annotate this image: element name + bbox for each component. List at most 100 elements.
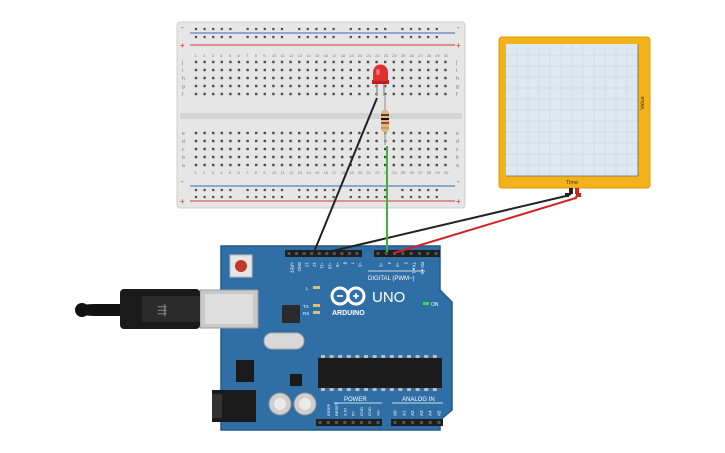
rail-hole[interactable] [332, 27, 335, 31]
rail-hole[interactable] [194, 188, 198, 192]
rail-hole[interactable] [298, 35, 301, 39]
breadboard-hole[interactable] [229, 68, 232, 72]
breadboard-hole[interactable] [341, 147, 344, 151]
header-hole[interactable] [368, 421, 372, 424]
breadboard-hole[interactable] [220, 139, 223, 143]
breadboard-hole[interactable] [229, 60, 232, 64]
breadboard-hole[interactable] [401, 131, 404, 135]
breadboard-hole[interactable] [418, 76, 421, 80]
header-hole[interactable] [287, 252, 291, 255]
header-hole[interactable] [401, 252, 405, 255]
breadboard-hole[interactable] [427, 84, 430, 88]
breadboard-hole[interactable] [392, 163, 395, 167]
breadboard-hole[interactable] [409, 68, 413, 72]
breadboard-hole[interactable] [306, 60, 309, 64]
breadboard-hole[interactable] [315, 68, 318, 72]
rail-hole[interactable] [280, 27, 284, 31]
rail-hole[interactable] [229, 188, 232, 192]
breadboard-hole[interactable] [435, 76, 438, 80]
breadboard-hole[interactable] [332, 155, 335, 159]
breadboard-hole[interactable] [306, 84, 309, 88]
breadboard-hole[interactable] [237, 139, 241, 143]
breadboard-hole[interactable] [366, 163, 370, 167]
wire-gnd-to-breadboard[interactable] [313, 97, 378, 253]
rail-hole[interactable] [358, 188, 361, 192]
breadboard-hole[interactable] [418, 84, 421, 88]
breadboard-hole[interactable] [332, 163, 335, 167]
breadboard-hole[interactable] [341, 84, 344, 88]
breadboard-hole[interactable] [323, 155, 327, 159]
breadboard-hole[interactable] [366, 147, 370, 151]
rail-hole[interactable] [246, 35, 249, 39]
breadboard-hole[interactable] [272, 92, 275, 96]
breadboard-hole[interactable] [444, 92, 447, 96]
rail-hole[interactable] [401, 35, 404, 39]
header-hole[interactable] [393, 421, 397, 424]
header-hole[interactable] [340, 252, 344, 255]
rail-hole[interactable] [212, 188, 215, 192]
breadboard-hole[interactable] [237, 76, 241, 80]
breadboard-hole[interactable] [332, 68, 335, 72]
breadboard-hole[interactable] [435, 68, 438, 72]
breadboard-hole[interactable] [272, 155, 275, 159]
breadboard-hole[interactable] [263, 76, 266, 80]
rail-hole[interactable] [194, 27, 198, 31]
rail-hole[interactable] [263, 188, 266, 192]
breadboard-hole[interactable] [384, 84, 387, 88]
breadboard-hole[interactable] [375, 139, 378, 143]
rail-hole[interactable] [203, 195, 206, 199]
breadboard-hole[interactable] [341, 139, 344, 143]
breadboard[interactable]: - + - + - + - + 112233445566778899101011… [176, 21, 466, 209]
rail-hole[interactable] [427, 27, 430, 31]
breadboard-hole[interactable] [349, 68, 352, 72]
breadboard-hole[interactable] [246, 92, 249, 96]
breadboard-hole[interactable] [358, 131, 361, 135]
breadboard-hole[interactable] [306, 147, 309, 151]
rail-hole[interactable] [418, 35, 421, 39]
header-hole[interactable] [343, 421, 347, 424]
breadboard-hole[interactable] [323, 163, 327, 167]
breadboard-hole[interactable] [409, 163, 413, 167]
breadboard-hole[interactable] [427, 155, 430, 159]
rail-hole[interactable] [203, 27, 206, 31]
header-hole[interactable] [376, 252, 380, 255]
breadboard-hole[interactable] [255, 131, 258, 135]
rail-hole[interactable] [203, 188, 206, 192]
breadboard-hole[interactable] [427, 147, 430, 151]
rail-hole[interactable] [306, 188, 309, 192]
rail-hole[interactable] [194, 35, 198, 39]
breadboard-hole[interactable] [229, 76, 232, 80]
breadboard-hole[interactable] [280, 163, 284, 167]
serial-plotter[interactable]: Time Value [498, 36, 651, 194]
breadboard-hole[interactable] [366, 155, 370, 159]
breadboard-hole[interactable] [418, 131, 421, 135]
breadboard-hole[interactable] [212, 155, 215, 159]
breadboard-hole[interactable] [332, 60, 335, 64]
breadboard-hole[interactable] [212, 139, 215, 143]
header-hole[interactable] [295, 252, 299, 255]
rail-hole[interactable] [194, 195, 198, 199]
breadboard-hole[interactable] [427, 139, 430, 143]
rail-hole[interactable] [375, 27, 378, 31]
rail-hole[interactable] [280, 195, 284, 199]
breadboard-hole[interactable] [194, 92, 198, 96]
breadboard-hole[interactable] [194, 163, 198, 167]
breadboard-hole[interactable] [298, 131, 301, 135]
breadboard-hole[interactable] [212, 76, 215, 80]
breadboard-hole[interactable] [272, 68, 275, 72]
breadboard-hole[interactable] [384, 60, 387, 64]
rail-hole[interactable] [306, 195, 309, 199]
rail-hole[interactable] [255, 195, 258, 199]
rail-hole[interactable] [246, 195, 249, 199]
breadboard-hole[interactable] [298, 68, 301, 72]
breadboard-hole[interactable] [298, 155, 301, 159]
breadboard-hole[interactable] [358, 92, 361, 96]
breadboard-hole[interactable] [315, 92, 318, 96]
breadboard-hole[interactable] [212, 92, 215, 96]
header-hole[interactable] [409, 252, 413, 255]
breadboard-hole[interactable] [298, 163, 301, 167]
rail-hole[interactable] [409, 188, 413, 192]
plotter-pin-gnd[interactable] [569, 188, 573, 194]
breadboard-hole[interactable] [366, 76, 370, 80]
breadboard-hole[interactable] [341, 163, 344, 167]
